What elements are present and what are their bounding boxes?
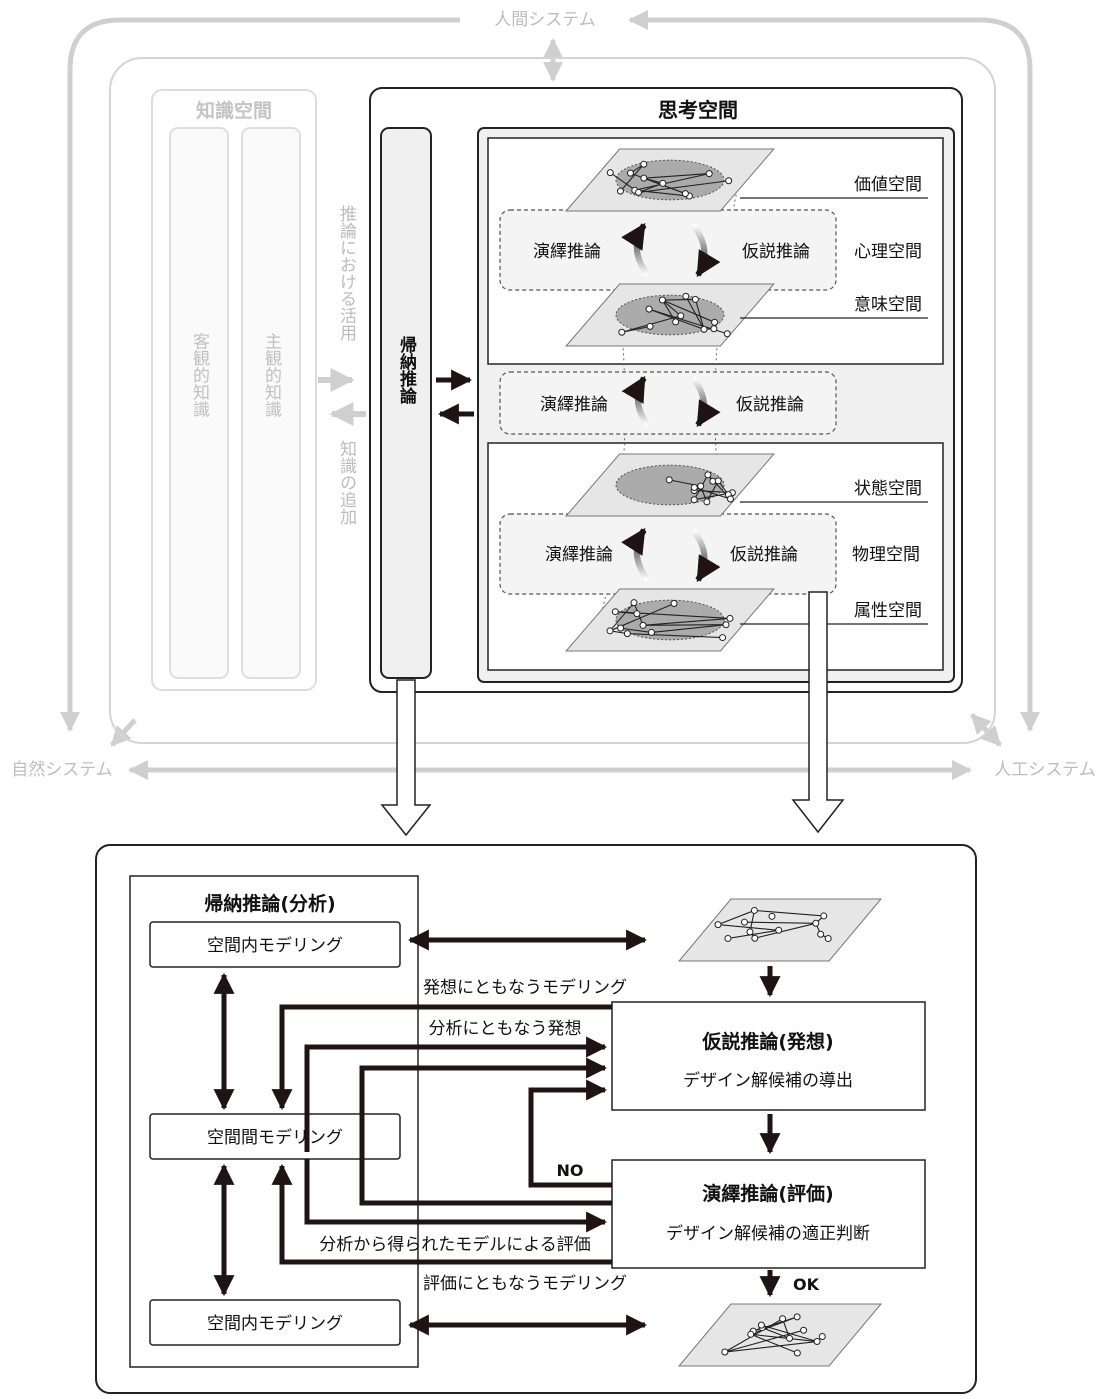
- ok-label: OK: [793, 1275, 820, 1294]
- inter-space-modeling-label: 空間間モデリング: [207, 1127, 343, 1148]
- deduction-label-bottom: 演繹推論: [545, 545, 613, 565]
- intra-space-modeling-top-label: 空間内モデリング: [207, 935, 343, 956]
- objective-knowledge-label: 客観的知識: [189, 332, 210, 417]
- attribute-space-label: 属性空間: [854, 601, 922, 621]
- no-label: NO: [557, 1161, 584, 1180]
- knowledge-exchange-arrows: [318, 380, 366, 414]
- induction-analysis-title: 帰納推論(分析): [204, 892, 335, 915]
- abduction-label-middle: 仮説推論: [736, 395, 804, 415]
- abduction-box-title: 仮説推論(発想): [701, 1030, 833, 1053]
- induction-column-label: 帰納推論: [396, 336, 417, 405]
- abduction-label-bottom: 仮説推論: [730, 545, 798, 565]
- knowledge-space-title: 知識空間: [196, 99, 272, 122]
- thinking-space-title: 思考空間: [658, 98, 738, 122]
- value-space-label: 価値空間: [854, 175, 922, 195]
- deduction-label-middle: 演繹推論: [540, 395, 608, 415]
- process-diagram: 帰納推論(分析) 空間内モデリング 空間間モデリング 空間内モデリング 仮説推論…: [96, 845, 976, 1393]
- thinking-space: 思考空間 帰納推論 演繹推論 仮説推論 演繹推論 仮説推論: [370, 88, 962, 692]
- inference-box-bottom: 演繹推論 仮説推論: [500, 514, 836, 594]
- intra-space-modeling-bottom-label: 空間内モデリング: [207, 1313, 343, 1334]
- inference-box-middle: 演繹推論 仮説推論: [500, 372, 836, 434]
- modeling-with-evaluation-label: 評価にともなうモデリング: [423, 1273, 627, 1294]
- modeling-with-ideation-label: 発想にともなうモデリング: [423, 977, 627, 998]
- add-knowledge-label: 知識の追加: [336, 440, 357, 525]
- physical-space-label: 物理空間: [852, 545, 920, 565]
- subjective-knowledge-label: 主観的知識: [261, 332, 282, 417]
- ideation-with-analysis-label: 分析にともなう発想: [429, 1019, 582, 1039]
- human-system-label: 人間システム: [494, 10, 596, 30]
- artificial-system-label: 人工システム: [994, 760, 1096, 780]
- deduction-label-top: 演繹推論: [533, 242, 601, 262]
- deduction-box: [612, 1160, 925, 1268]
- natural-system-label: 自然システム: [11, 760, 113, 780]
- abduction-label-top: 仮説推論: [742, 242, 810, 262]
- knowledge-space: 知識空間 客観的知識 主観的知識: [152, 90, 316, 690]
- abduction-box: [612, 1002, 925, 1110]
- abduction-box-subtitle: デザイン解候補の導出: [683, 1070, 853, 1091]
- state-space-label: 状態空間: [854, 479, 922, 499]
- use-in-inference-label: 推論における活用: [336, 205, 357, 342]
- meaning-space-label: 意味空間: [854, 295, 922, 315]
- deduction-box-title: 演繹推論(評価): [702, 1182, 833, 1205]
- deduction-box-subtitle: デザイン解候補の適正判断: [666, 1223, 870, 1244]
- inference-box-top: 演繹推論 仮説推論: [500, 210, 836, 290]
- evaluation-by-model-label: 分析から得られたモデルによる評価: [319, 1234, 591, 1255]
- mental-space-label: 心理空間: [854, 242, 922, 262]
